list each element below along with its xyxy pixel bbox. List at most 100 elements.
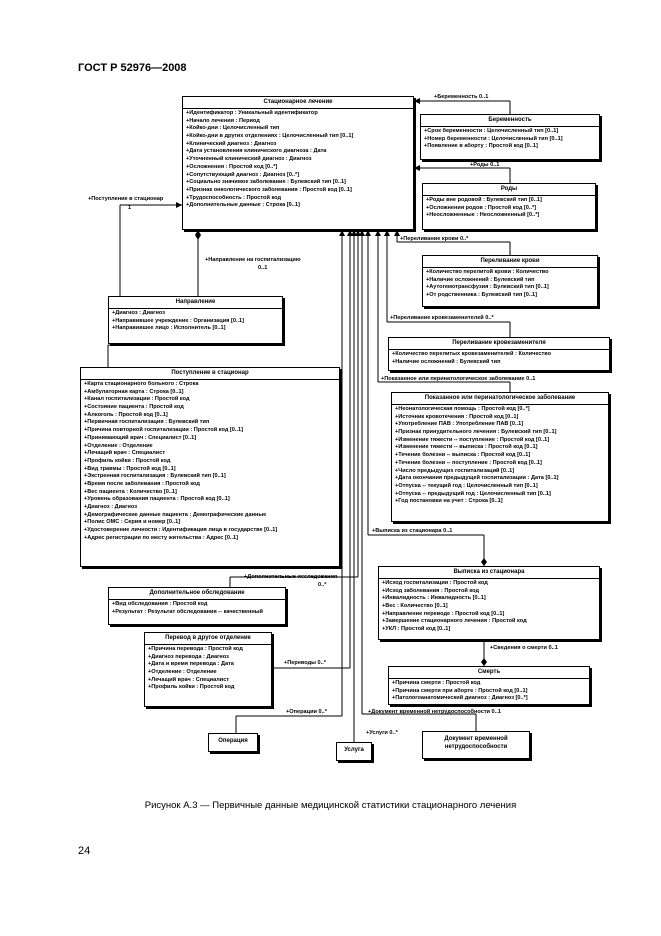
attribute: +Количество перелитой крови : Количество bbox=[426, 269, 549, 275]
attribute: +Исход госпитализации : Простой код bbox=[382, 580, 488, 586]
attribute: +Карта стационарного больного : Строка bbox=[84, 381, 199, 387]
attribute: +Клинический диагноз : Диагноз bbox=[186, 140, 277, 147]
attribute: +Уровень образования пациента : Простой … bbox=[84, 496, 230, 503]
label-admission: +Поступление в стационар bbox=[88, 196, 164, 202]
attribute: +Появление в аборту : Простой код [0..1] bbox=[424, 143, 538, 150]
page-number: 24 bbox=[78, 845, 91, 857]
attribute: +Причина перевода : Простой код bbox=[148, 646, 243, 652]
class-blood-substitute: Переливание кровезаменителя +Количество … bbox=[388, 337, 610, 371]
class-title: Услуга bbox=[344, 747, 364, 753]
attribute-list: +Исход госпитализации : Простой код +Исх… bbox=[379, 579, 599, 634]
class-title: Показанное или перинатологическое заболе… bbox=[392, 393, 608, 405]
attribute: +Лечащий врач : Специалист bbox=[84, 450, 166, 457]
label-operation: +Операции 0..* bbox=[286, 709, 327, 715]
attribute: +Направившее лицо : Исполнитель [0..1] bbox=[112, 325, 226, 332]
class-transfer: Перевод в другое отделение +Причина пере… bbox=[144, 632, 272, 707]
attribute-list: +Количество перелитой крови : Количество… bbox=[423, 268, 597, 300]
attribute: +Число предыдущих госпитализаций [0..1] bbox=[395, 467, 515, 474]
class-referral: Направление +Диагноз : Диагноз +Направив… bbox=[108, 296, 283, 344]
label-disability: +Документ временной нетрудоспособности 0… bbox=[368, 709, 501, 715]
class-title: Перевод в другое отделение bbox=[145, 633, 271, 645]
attribute: +Принимающий врач : Специалист [0..1] bbox=[84, 434, 197, 441]
label-referral-mult: 0..1 bbox=[258, 265, 268, 271]
attribute: +Неонатологическая помощь : Простой код … bbox=[395, 406, 530, 412]
attribute: +Вид травмы : Простой код [0..1] bbox=[84, 465, 176, 472]
attribute: +От родственника : Булевский тип [0..1] bbox=[426, 292, 537, 299]
attribute: +Сопутствующий диагноз : Диагноз [0..*] bbox=[186, 171, 300, 178]
attribute: +Койко-дни в других отделениях : Целочис… bbox=[186, 133, 354, 140]
class-title: Поступление в стационар bbox=[81, 368, 339, 380]
attribute: +Признак онкологического заболевания : П… bbox=[186, 186, 352, 193]
attribute: +Вид обследования : Простой код bbox=[112, 601, 208, 607]
attribute: +Отделение : Отделение bbox=[84, 442, 153, 449]
attribute: +Завершение стационарного лечения : Прос… bbox=[382, 618, 527, 625]
attribute: +Направление переводе : Простой код [0..… bbox=[382, 610, 505, 617]
label-transfer: +Переводы 0..* bbox=[284, 660, 326, 666]
class-disability-document: Документ временной нетрудоспособности bbox=[422, 731, 530, 759]
attribute: +Наличие осложнений : Булевский тип bbox=[426, 276, 535, 283]
attribute: +Амбулаторная карта : Строка [0..1] bbox=[84, 388, 184, 395]
label-admission-mult: 1 bbox=[128, 205, 132, 211]
class-operation: Операция bbox=[208, 733, 258, 752]
class-blood-transfusion: Переливание крови +Количество перелитой … bbox=[422, 255, 598, 307]
attribute-list: +Причина смерти : Простой код +Причина с… bbox=[389, 679, 589, 703]
class-pathology: Показанное или перинатологическое заболе… bbox=[391, 392, 609, 522]
class-title: Выписка из стационара bbox=[379, 567, 599, 579]
attribute: +Течение болезни -- выписка : Простой ко… bbox=[395, 452, 531, 459]
attribute: +Инвалидность : Инвалидность [0..1] bbox=[382, 595, 486, 602]
attribute: +Исход заболевания : Простой код bbox=[382, 587, 479, 594]
label-pregnancy: +Беременность 0..1 bbox=[434, 94, 489, 100]
attribute-list: +Карта стационарного больного : Строка +… bbox=[81, 380, 339, 542]
label-referral: +Направление на госпитализацию bbox=[205, 257, 301, 263]
attribute: +Год постановки на учет : Строка [0..1] bbox=[395, 498, 503, 505]
label-service: +Услуги 0..* bbox=[366, 730, 398, 736]
attribute: +Неосложненные : Неосложненный [0..*] bbox=[426, 212, 540, 219]
attribute: +Осложнения родов : Простой код [0..*] bbox=[426, 204, 537, 211]
attribute-list: +Вид обследования : Простой код +Результ… bbox=[109, 600, 285, 616]
attribute: +Адрес регистрации по месту жительства :… bbox=[84, 534, 239, 541]
attribute: +Профиль койки : Простой код bbox=[148, 684, 235, 691]
attribute-list: +Причина перевода : Простой код +Диагноз… bbox=[145, 645, 271, 692]
attribute: +Отпуска -- предыдущий год : Целочисленн… bbox=[395, 490, 551, 497]
attribute: +Дополнительные данные : Строка [0..1] bbox=[186, 202, 300, 209]
attribute: +Канал госпитализации : Простой код bbox=[84, 396, 190, 403]
class-title: Роды bbox=[423, 184, 595, 196]
class-title: Операция bbox=[218, 738, 248, 744]
class-service: Услуга bbox=[336, 742, 372, 761]
attribute: +Отпуска -- текущий год : Целочисленный … bbox=[395, 482, 538, 489]
label-blood-transfusion: +Переливание крови 0..* bbox=[400, 236, 469, 242]
class-death: Смерть +Причина смерти : Простой код +Пр… bbox=[388, 666, 590, 705]
attribute: +Начало лечения : Период bbox=[186, 117, 260, 124]
attribute: +Патологоанатомический диагноз : Диагноз… bbox=[392, 695, 528, 702]
attribute: +Диагноз : Диагноз bbox=[112, 310, 165, 316]
class-stationary-treatment: Стационарное лечение +Идентификатор : Ун… bbox=[182, 96, 414, 230]
attribute: +Койко-дни : Целочисленный тип bbox=[186, 125, 280, 132]
label-blood-substitute: +Переливание кровезаменителей 0..* bbox=[390, 315, 494, 321]
attribute: +Дата установления клинического диагноза… bbox=[186, 148, 327, 155]
attribute: +Течение болезни -- поступление : Просто… bbox=[395, 459, 542, 466]
attribute: +Употребление ПАВ : Употребление ПАВ [0.… bbox=[395, 421, 524, 428]
attribute: +Диагноз : Диагноз bbox=[84, 504, 137, 510]
label-discharge: +Выписка из стационара 0..1 bbox=[372, 528, 453, 534]
label-birth: +Роды 0..1 bbox=[470, 162, 500, 168]
attribute: +Причина смерти : Простой код bbox=[392, 680, 481, 686]
attribute: +Вес пациента : Количество [0..1] bbox=[84, 488, 177, 495]
attribute: +Роды вне родовой : Булевский тип [0..1] bbox=[426, 197, 542, 203]
attribute: +Социально значимое заболевание : Булевс… bbox=[186, 179, 346, 186]
label-exam: +Дополнительные исследования bbox=[244, 574, 338, 580]
attribute: +Количество перелитых кровезаменителей :… bbox=[392, 351, 552, 357]
attribute: +Диагноз перевода : Диагноз bbox=[148, 653, 229, 660]
label-exam-mult: 0..* bbox=[318, 582, 327, 588]
attribute: +Наличие осложнений : Булевский тип bbox=[392, 358, 501, 365]
attribute: +Полис ОМС : Серия и номер [0..1] bbox=[84, 519, 181, 526]
attribute: +Отделение : Отделение bbox=[148, 669, 217, 676]
attribute: +Вес : Количество [0..1] bbox=[382, 603, 448, 610]
attribute: +Лечащий врач : Специалист bbox=[148, 676, 230, 683]
class-pregnancy: Беременность +Срок беременности : Целочи… bbox=[420, 114, 600, 160]
attribute: +Изменение тяжести -- выписка : Простой … bbox=[395, 444, 538, 451]
label-pathology: +Показанное или перинатологическое забол… bbox=[381, 376, 536, 382]
class-birth: Роды +Роды вне родовой : Булевский тип [… bbox=[422, 183, 596, 230]
document-header: ГОСТ Р 52976—2008 bbox=[78, 62, 187, 74]
attribute: +Признак принудительного лечения : Булев… bbox=[395, 429, 557, 436]
attribute: +Время после заболевания : Простой код bbox=[84, 480, 200, 487]
